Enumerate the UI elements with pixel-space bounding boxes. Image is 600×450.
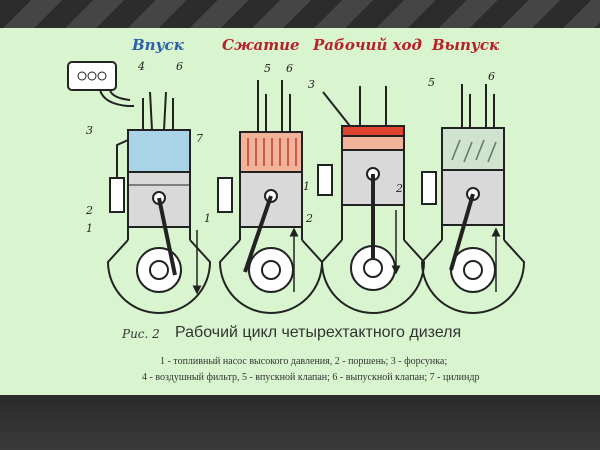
label-6: 6	[488, 70, 495, 83]
engine-exhaust: 5 6	[420, 70, 526, 314]
label-1: 1	[303, 180, 310, 193]
combustion-zone	[341, 125, 405, 137]
figure-legend-line-2: 4 - воздушный фильтр, 5 - впускной клапа…	[142, 372, 480, 383]
air-filter	[67, 61, 117, 91]
slide-bottom-shade	[0, 395, 600, 450]
stroke-title-compression: Сжатие	[222, 36, 300, 54]
engine-intake: 4 6 3 7 2 1	[67, 60, 212, 314]
label-1: 1	[204, 212, 211, 225]
figure-title: Рабочий цикл четырехтактного дизеля	[175, 324, 462, 341]
fuel-pump	[109, 177, 125, 213]
stroke-title-intake: Впуск	[132, 36, 184, 54]
label-2: 2	[395, 182, 403, 195]
label-1: 1	[86, 222, 93, 235]
cylinder-compressed-air	[239, 131, 303, 173]
stroke-title-exhaust: Выпуск	[432, 36, 500, 54]
label-3: 3	[86, 124, 93, 137]
cylinder-air	[127, 129, 191, 173]
figure-legend-line-1: 1 - топливный насос высокого давления, 2…	[160, 356, 448, 367]
label-4: 4	[137, 60, 145, 73]
label-2: 2	[305, 212, 313, 225]
label-5: 5	[428, 76, 435, 89]
label-3: 3	[308, 78, 315, 91]
figure-label: Рис. 2	[122, 327, 160, 341]
label-7: 7	[196, 132, 203, 145]
label-6: 6	[176, 60, 183, 73]
label-2: 2	[85, 204, 93, 217]
engine-compression: 5 6 1 2	[204, 62, 324, 314]
cylinder-exhaust-gas	[441, 127, 505, 171]
engine-power-stroke: 3 1 2	[303, 78, 426, 314]
stroke-title-power: Рабочий ход	[313, 36, 422, 54]
label-5: 5	[264, 62, 271, 75]
label-6: 6	[286, 62, 293, 75]
